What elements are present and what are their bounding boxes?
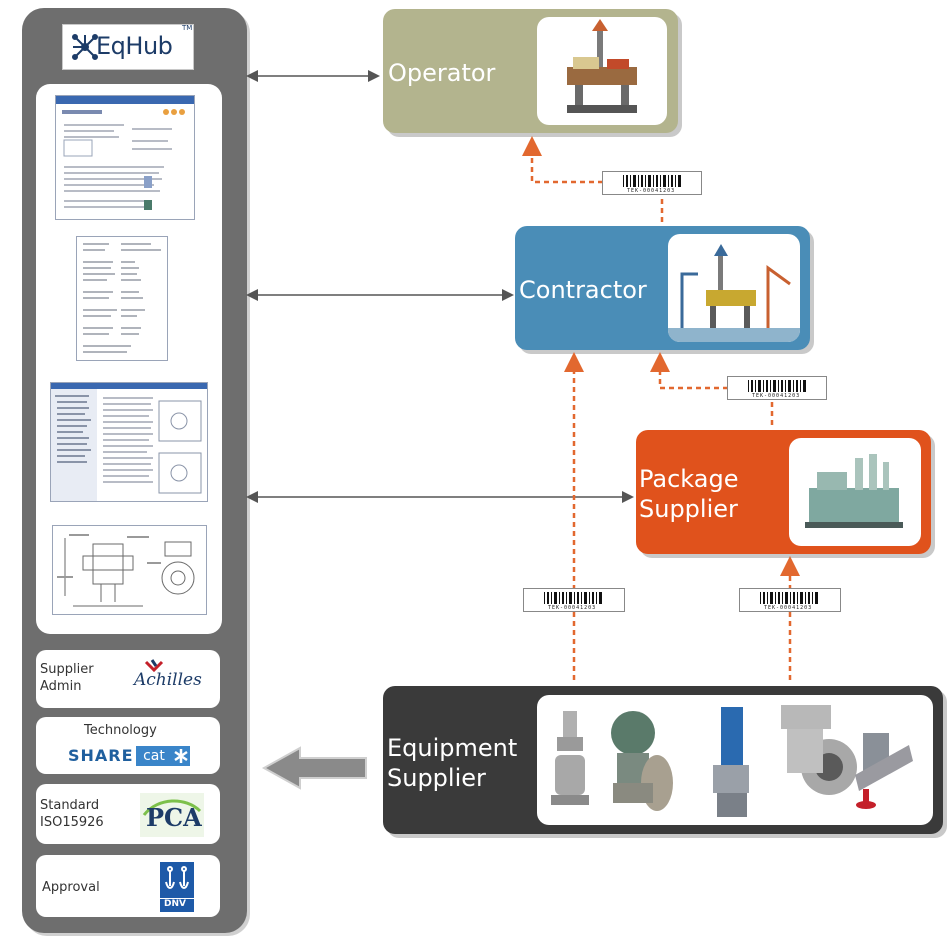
achilles-logo-icon xyxy=(144,659,164,673)
network-icon xyxy=(72,34,98,60)
supplier-admin-label: Supplier Admin xyxy=(40,662,94,694)
sharecat-share-text: SHARE xyxy=(68,746,134,765)
upload-block-arrow xyxy=(261,746,367,790)
oil-rig-icon xyxy=(567,19,637,113)
operator-photo xyxy=(537,17,667,125)
sharecat-logo: SHARE cat xyxy=(68,746,190,768)
manual-preview-icon xyxy=(51,383,207,501)
barcode-text: TEK-00041203 xyxy=(764,605,813,611)
achilles-logo: Achilles xyxy=(128,656,202,702)
barcode-bars-icon xyxy=(748,380,806,392)
barcode-text: TEK-00041203 xyxy=(548,605,597,611)
compressor-package-icon xyxy=(805,454,903,528)
document-preview-icon xyxy=(56,96,194,210)
eqhub-logo-trademark: TM xyxy=(182,24,193,32)
package-supplier-label: Package Supplier xyxy=(639,465,739,523)
barcode-text: TEK-00041203 xyxy=(627,188,676,194)
dnv-logo-text: DNV xyxy=(164,899,186,909)
package-to-contractor-flow xyxy=(650,352,774,425)
equipment-supplier-label: Equipment Supplier xyxy=(387,734,518,792)
construction-yard-icon xyxy=(668,244,800,342)
contractor-to-operator-flow xyxy=(522,136,664,222)
equipment-products-icon xyxy=(551,705,913,817)
sharecat-cat-text: cat xyxy=(136,746,172,766)
dnv-logo: DNV xyxy=(160,862,194,912)
barcode-bars-icon xyxy=(623,175,681,187)
supplier-admin-card xyxy=(36,650,220,708)
barcode-bars-icon xyxy=(544,592,602,604)
operator-label: Operator xyxy=(388,59,496,87)
technology-label: Technology xyxy=(84,723,157,738)
pca-logo: PCA xyxy=(140,793,204,837)
standard-label: Standard ISO15926 xyxy=(40,798,104,830)
barcode-bars-icon xyxy=(760,592,818,604)
technical-drawing-thumbnail xyxy=(52,525,207,615)
eqhub-logo xyxy=(62,24,194,70)
spec-sheet-preview-icon xyxy=(83,243,161,353)
specification-sheet-thumbnail xyxy=(76,236,168,361)
barcode-text: TEK-00041203 xyxy=(752,393,801,399)
dnv-anchor-icon xyxy=(160,862,194,912)
pca-swirl-icon xyxy=(142,799,202,816)
eqhub-logo-text: EqHub xyxy=(96,32,173,60)
equipment-supplier-photo xyxy=(537,695,933,825)
barcode-equipment-package: TEK-00041203 xyxy=(739,588,841,612)
pca-logo-text: PCA xyxy=(146,803,202,832)
datasheet-webpage-thumbnail xyxy=(55,95,195,220)
achilles-logo-text: Achilles xyxy=(134,670,202,690)
drawing-preview-icon xyxy=(57,534,195,607)
package-supplier-photo xyxy=(789,438,921,546)
manual-document-thumbnail xyxy=(50,382,208,502)
barcode-contractor: TEK-00041203 xyxy=(727,376,827,400)
sharecat-star-icon xyxy=(172,746,190,766)
barcode-operator: TEK-00041203 xyxy=(602,171,702,195)
contractor-label: Contractor xyxy=(519,276,647,304)
contractor-photo xyxy=(668,234,800,342)
barcode-equipment-contractor: TEK-00041203 xyxy=(523,588,625,612)
approval-label: Approval xyxy=(42,880,100,895)
